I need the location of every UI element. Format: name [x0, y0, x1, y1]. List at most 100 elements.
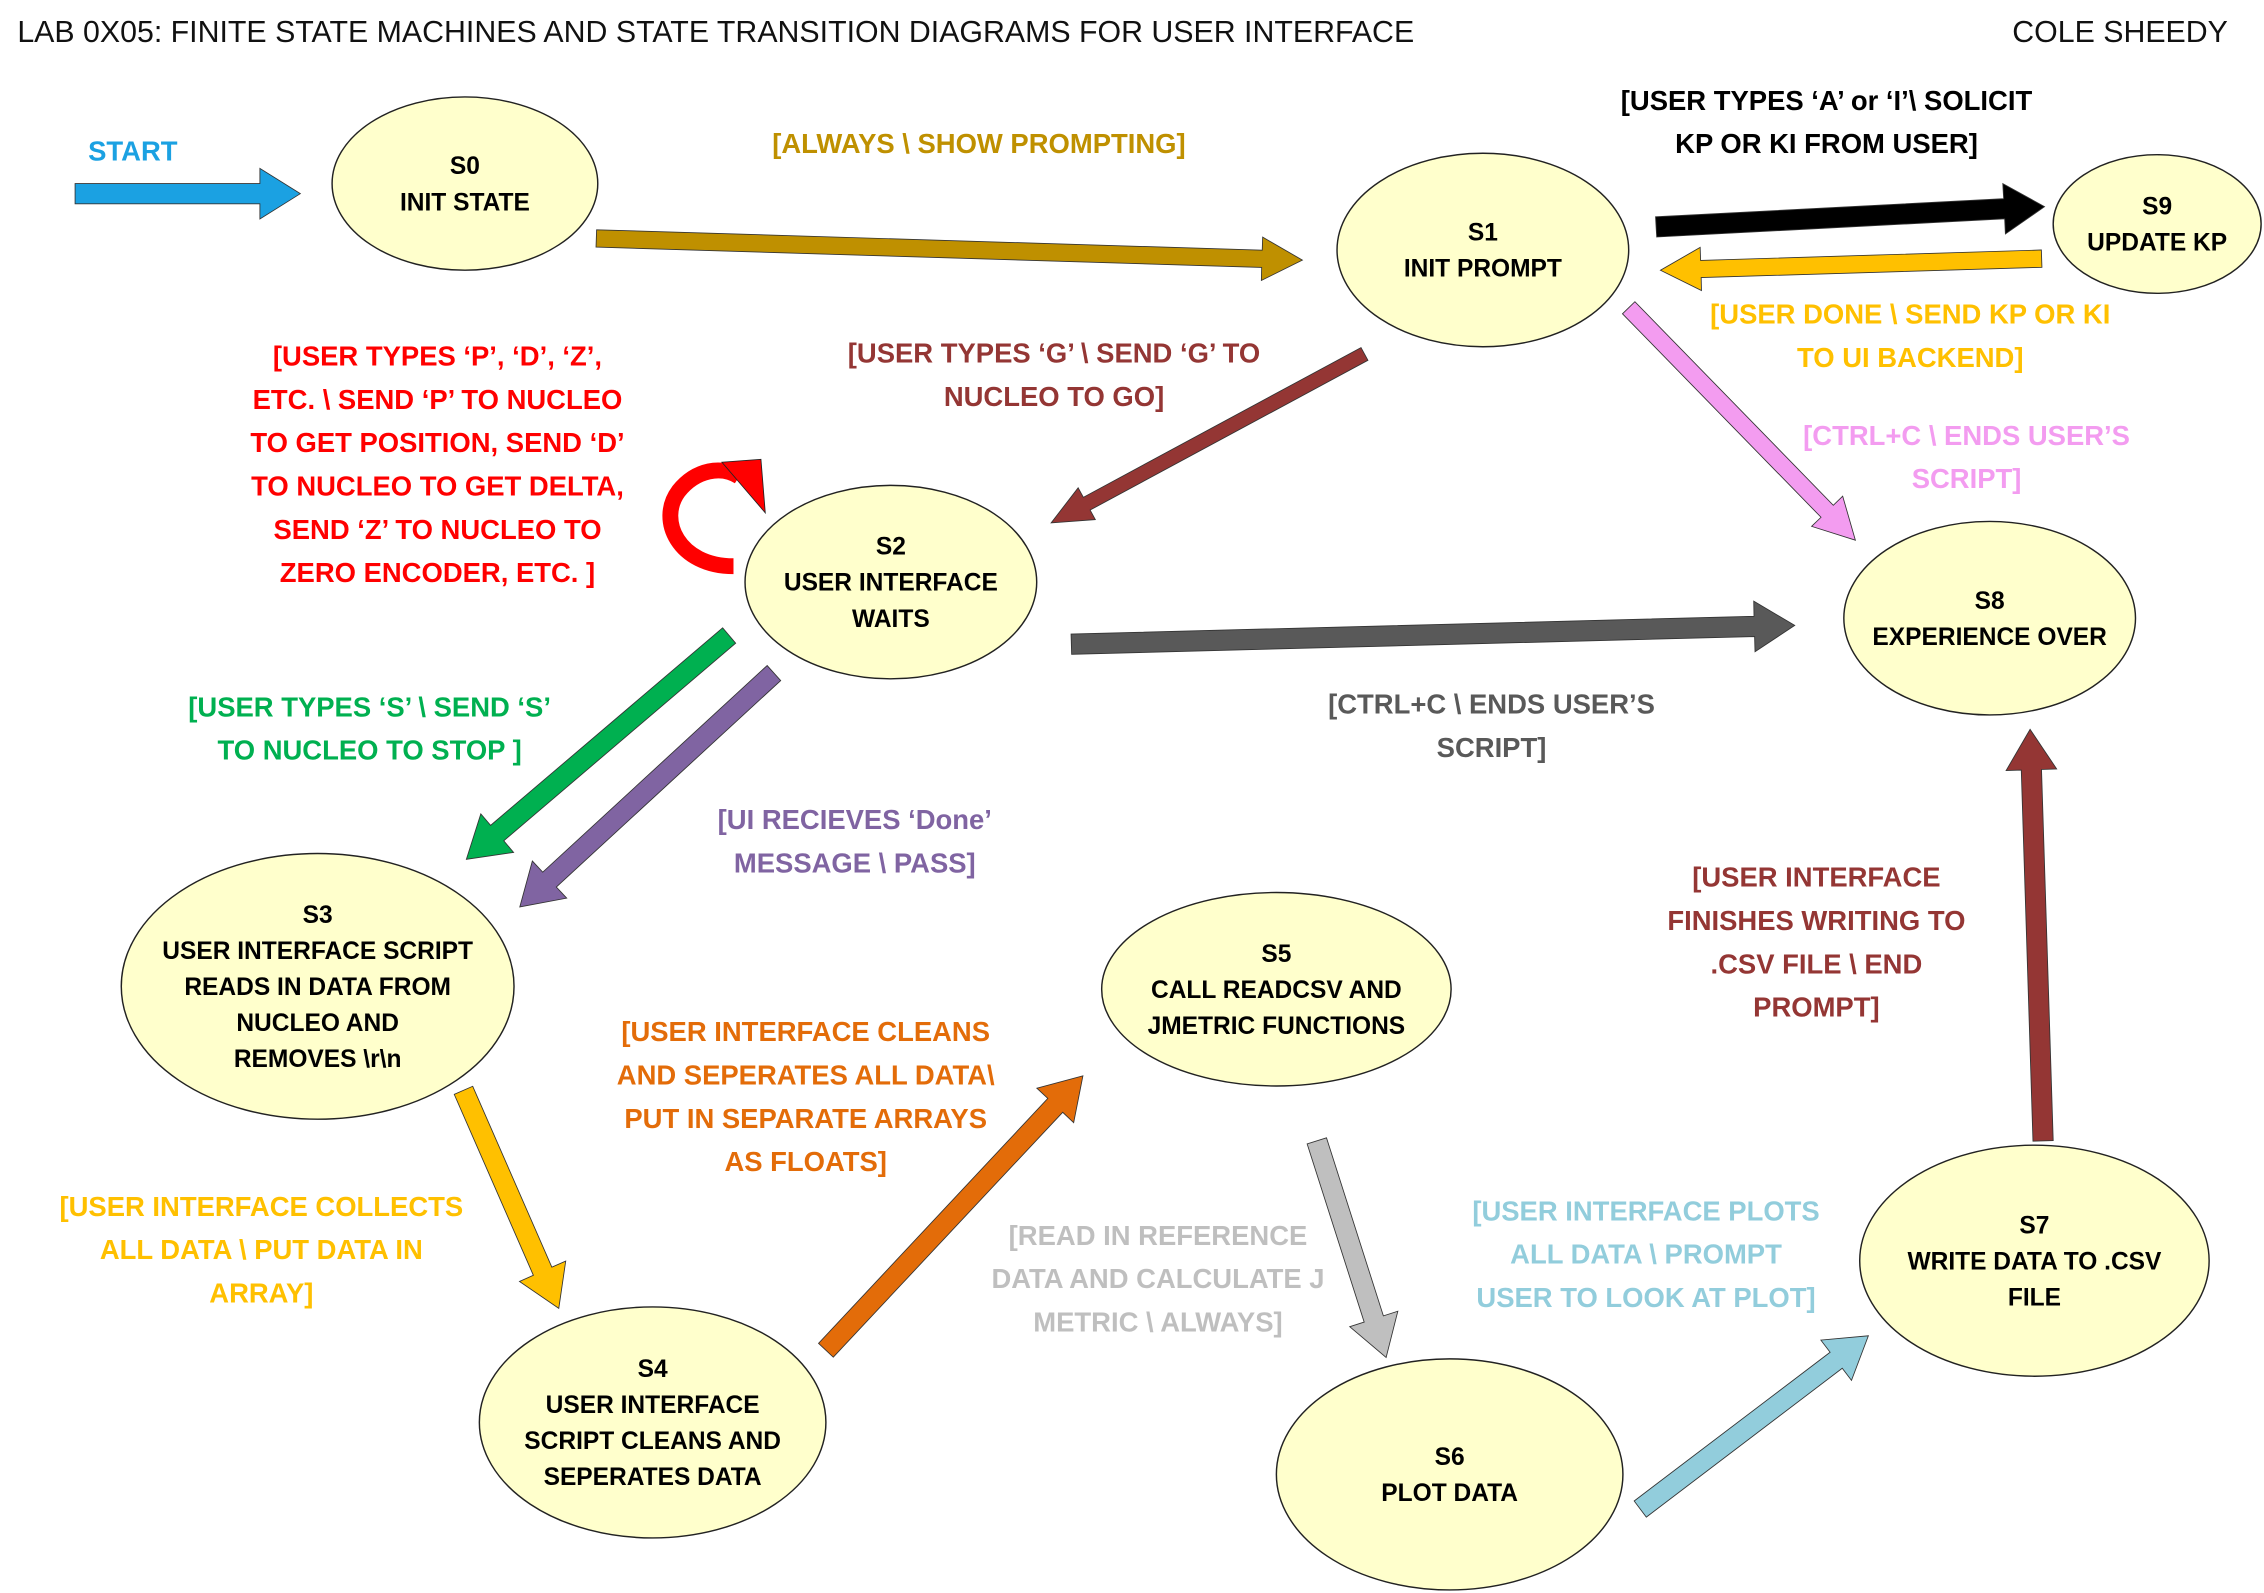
transition-label-line: [READ IN REFERENCE	[1009, 1220, 1308, 1251]
start-label: START	[88, 135, 178, 166]
state-text: UPDATE KP	[2087, 230, 2227, 257]
transition-label-line: USER TO LOOK AT PLOT]	[1476, 1282, 1815, 1313]
state-text: JMETRIC FUNCTIONS	[1148, 1013, 1406, 1040]
transition-label-line: DATA AND CALCULATE J	[991, 1263, 1324, 1294]
transition-label-line: SCRIPT]	[1437, 732, 1547, 763]
transition-label-line: ETC. \ SEND ‘P’ TO NUCLEO	[253, 384, 623, 415]
transition-label-line: [USER TYPES ‘G’ \ SEND ‘G’ TO	[848, 338, 1260, 369]
state-text: SCRIPT CLEANS AND	[524, 1428, 781, 1455]
state-ellipse	[1336, 152, 1630, 348]
arrow-s1-s9	[1655, 182, 2046, 238]
transition-label-line: [USER INTERFACE PLOTS	[1472, 1195, 1819, 1226]
state-ellipse	[744, 484, 1038, 680]
page-title: LAB 0X05: FINITE STATE MACHINES AND STAT…	[17, 16, 1414, 49]
state-text: REMOVES \r\n	[234, 1046, 402, 1073]
arrow-s2-s3-stop	[465, 627, 737, 860]
transition-label-line: [CTRL+C \ ENDS USER’S	[1803, 420, 2130, 451]
arrow-s2-s8	[1070, 600, 1796, 655]
transition-label-line: ZERO ENCODER, ETC. ]	[280, 557, 595, 588]
transition-label-line: ALL DATA \ PROMPT	[1510, 1239, 1782, 1270]
transition-label-line: .CSV FILE \ END	[1710, 948, 1922, 979]
state-text: S2	[876, 534, 906, 561]
transition-label-line: [USER INTERFACE COLLECTS	[59, 1191, 463, 1222]
state-text: INIT PROMPT	[1404, 256, 1562, 283]
author-name: COLE SHEEDY	[2012, 16, 2228, 49]
label-s7-s8: [USER INTERFACE FINISHES WRITING TO .CSV F…	[1667, 862, 1965, 1023]
state-text: SEPERATES DATA	[544, 1464, 762, 1491]
label-s1-s2: [USER TYPES ‘G’ \ SEND ‘G’ TO NUCLEO TO G…	[848, 338, 1260, 412]
arrow-s9-s1	[1659, 246, 2043, 292]
state-text: S6	[1435, 1444, 1465, 1471]
state-text: S3	[303, 902, 333, 929]
transition-label-line: [ALWAYS \ SHOW PROMPTING]	[772, 128, 1185, 159]
state-text: NUCLEO AND	[236, 1010, 399, 1037]
state-text: USER INTERFACE	[784, 570, 998, 597]
transition-label-line: PUT IN SEPARATE ARRAYS	[624, 1103, 987, 1134]
arrow-s1-s8	[1621, 301, 1857, 541]
arrow-s3-s4	[453, 1085, 567, 1310]
arrow-s7-s8	[2005, 728, 2058, 1142]
transition-label-line: [CTRL+C \ ENDS USER’S	[1328, 688, 1655, 719]
state-text: S9	[2142, 194, 2172, 221]
state-text: PLOT DATA	[1381, 1480, 1518, 1507]
label-s2-s8: [CTRL+C \ ENDS USER’S SCRIPT]	[1328, 688, 1655, 762]
state-text: WAITS	[852, 606, 930, 633]
transition-label-line: [UI RECIEVES ‘Done’	[718, 804, 992, 835]
state-text: S0	[450, 153, 480, 180]
transition-label-line: [USER DONE \ SEND KP OR KI	[1710, 299, 2110, 330]
arrow-s4-s5	[817, 1075, 1084, 1358]
state-ellipse	[1100, 891, 1452, 1087]
transition-label-line: FINISHES WRITING TO	[1667, 905, 1965, 936]
transition-label-line: [USER INTERFACE CLEANS	[621, 1016, 990, 1047]
label-s2-s2: [USER TYPES ‘P’, ‘D’, ‘Z’,ETC. \ SEND ‘P…	[250, 341, 624, 589]
state-ellipse	[1275, 1358, 1624, 1591]
arrow-s1-s2	[1050, 347, 1369, 524]
self-loop-arrow	[662, 458, 766, 575]
state-text: S7	[2019, 1212, 2049, 1239]
transition-label-line: [USER TYPES ‘A’ or ‘I’\ SOLICIT	[1621, 85, 2033, 116]
state-ellipse	[120, 852, 515, 1120]
label-s2-s3-done: [UI RECIEVES ‘Done’ MESSAGE \ PASS]	[718, 804, 992, 878]
transition-label-line: METRIC \ ALWAYS]	[1033, 1306, 1282, 1337]
state-ellipse	[478, 1306, 827, 1539]
transition-label-line: [USER INTERFACE	[1692, 862, 1940, 893]
state-text: WRITE DATA TO .CSV	[1907, 1248, 2162, 1275]
transition-label-line: TO NUCLEO TO GET DELTA,	[251, 470, 624, 501]
transition-label-line: TO UI BACKEND]	[1797, 342, 2024, 373]
transition-label-line: SEND ‘Z’ TO NUCLEO TO	[273, 514, 601, 545]
label-s1-s8: [CTRL+C \ ENDS USER’S SCRIPT]	[1803, 420, 2130, 494]
state-ellipse	[331, 96, 599, 271]
transition-label-line: AS FLOATS]	[724, 1146, 886, 1177]
transition-label-line: MESSAGE \ PASS]	[734, 847, 976, 878]
state-text: S1	[1468, 220, 1498, 247]
state-text: S4	[638, 1356, 668, 1383]
transition-label-line: TO GET POSITION, SEND ‘D’	[250, 427, 624, 458]
state-text: CALL READCSV AND	[1151, 977, 1402, 1004]
transition-labels: [ALWAYS \ SHOW PROMPTING] [USER TYPES ‘A’…	[59, 85, 2130, 1338]
label-s5-s6: [READ IN REFERENCE DATA AND CALCULATE J ME…	[991, 1220, 1324, 1338]
state-text: S8	[1975, 588, 2005, 615]
label-s0-s1: [ALWAYS \ SHOW PROMPTING]	[772, 128, 1185, 159]
transition-arrows	[74, 167, 2058, 1518]
label-s2-s3-stop: [USER TYPES ‘S’ \ SEND ‘S’TO NUCLEO TO S…	[188, 691, 551, 765]
transition-label-line: NUCLEO TO GO]	[944, 381, 1164, 412]
arrow-s6-s7	[1633, 1335, 1870, 1518]
transition-label-line: SCRIPT]	[1912, 463, 2022, 494]
self-loop-arrowhead	[721, 458, 766, 515]
transition-label-line: KP OR KI FROM USER]	[1675, 128, 1978, 159]
label-s9-s1: [USER DONE \ SEND KP OR KI TO UI BACKEND]	[1710, 299, 2110, 373]
state-text: S5	[1261, 941, 1291, 968]
transition-label-line: TO NUCLEO TO STOP ]	[218, 735, 522, 766]
